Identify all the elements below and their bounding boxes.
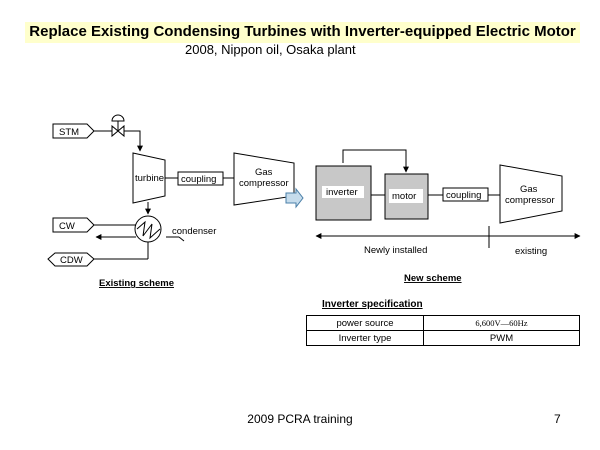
spec-key: Inverter type (306, 330, 424, 346)
title-highlight (25, 22, 580, 43)
spec-value: PWM (423, 330, 580, 346)
spec-key: power source (306, 315, 424, 331)
new-scheme: inverter motor coupling Gas compressor N… (315, 149, 581, 284)
turbine-shape (132, 152, 166, 204)
spec-value: 6,600V—60Hz (423, 315, 580, 331)
coupling-label: coupling (181, 174, 216, 185)
gas-compressor-label-2: compressor (239, 178, 289, 189)
gas-compressor-new-label-1: Gas (520, 184, 538, 195)
cdw-tag (47, 252, 95, 267)
valve-actuator-icon (111, 114, 125, 122)
coupling-new-label: coupling (446, 190, 481, 201)
turbine-label: turbine (135, 173, 164, 184)
stm-tag (52, 123, 95, 139)
table-row: power source 6,600V—60Hz (306, 315, 580, 331)
condenser-label: condenser (172, 226, 216, 237)
cdw-label: CDW (60, 255, 83, 266)
existing-scheme: STM turbine coupling Gas compressor (47, 114, 295, 289)
transition-arrow-icon (285, 187, 304, 209)
stm-label: STM (59, 127, 79, 138)
gas-compressor-label-1: Gas (255, 167, 273, 178)
steam-line-to-turbine (124, 130, 143, 152)
slide-subtitle: 2008, Nippon oil, Osaka plant (185, 42, 356, 57)
motor-label-bg (389, 189, 423, 203)
inverter-label-bg (322, 186, 364, 198)
newly-installed-label: Newly installed (364, 245, 427, 256)
motor-label: motor (392, 191, 416, 202)
condenser-coil (136, 220, 161, 240)
inverter-to-motor-line (342, 149, 409, 173)
existing-scheme-label: Existing scheme (99, 278, 174, 289)
spec-table: power source 6,600V—60Hz Inverter type P… (306, 315, 580, 346)
spec-heading: Inverter specification (322, 299, 423, 310)
gas-compressor-new-shape (499, 164, 563, 224)
footer-text: 2009 PCRA training (247, 412, 353, 426)
cw-label: CW (59, 221, 75, 232)
cw-return-tick-2 (178, 236, 185, 242)
cw-tag (52, 217, 95, 233)
gas-compressor-new-label-2: compressor (505, 195, 555, 206)
existing-label: existing (515, 246, 547, 257)
new-scheme-label: New scheme (404, 273, 462, 284)
slide-title: Replace Existing Condensing Turbines wit… (29, 23, 576, 40)
page-number: 7 (554, 412, 561, 426)
table-row: Inverter type PWM (306, 330, 580, 346)
inverter-label: inverter (326, 187, 358, 198)
